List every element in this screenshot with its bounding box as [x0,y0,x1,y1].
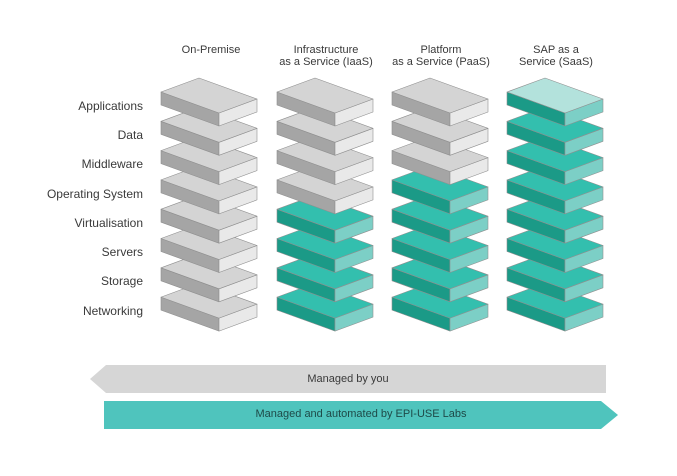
column-header-paas: Platform as a Service (PaaS) [381,44,501,68]
layer-slab [391,224,489,273]
slab-top-face [160,77,258,114]
layer-label-storage: Storage [100,274,143,288]
column-header-iaas: Infrastructure as a Service (IaaS) [266,44,386,68]
managed-by-you-label: Managed by you [307,373,389,385]
layer-slab [276,107,374,156]
layer-slab [160,253,258,303]
layer-label-middleware: Middleware [81,157,143,171]
layer-label-data: Data [117,128,143,142]
column-header-on-premise: On-Premise [151,44,271,56]
column-header-line1: On-Premise [181,44,241,56]
slab-top-face [276,77,374,114]
column-header-line1: Infrastructure [293,44,359,56]
layer-label-virtualisation: Virtualisation [74,216,143,230]
layer-slab [391,253,489,303]
layer-slab [391,282,489,332]
column-header-line1: SAP as a [533,44,579,56]
layer-slab [391,77,489,127]
layer-slab [160,224,258,273]
stack-column-1 [276,77,374,332]
managed-by-epi-label: Managed and automated by EPI-USE Labs [255,408,467,420]
layer-label-operating-system: Operating System [46,187,143,201]
layer-slab [276,282,374,332]
layer-slab [160,107,258,156]
layer-slab [391,136,489,185]
layer-slab [506,224,604,273]
stack-column-0 [160,77,258,332]
layer-slab [506,194,604,244]
column-header-line2: Service (SaaS) [519,56,593,68]
column-header-line1: Platform [420,44,462,56]
slab-top-face [506,77,604,114]
column-header-line2: as a Service (IaaS) [279,56,373,68]
layer-slab [506,253,604,303]
layer-slab [276,194,374,244]
layer-slab [160,165,258,215]
layer-slab [506,165,604,215]
layer-slab [276,224,374,273]
layer-slab [160,77,258,127]
layer-label-networking: Networking [82,304,143,318]
layer-slab [276,136,374,185]
layer-slab [391,107,489,156]
layer-slab [506,136,604,185]
stack-column-2 [391,77,489,332]
layer-slab [506,107,604,156]
layer-slab [506,77,604,127]
stack-column-3 [506,77,604,332]
column-header-line2: as a Service (PaaS) [392,56,490,68]
layer-slab [391,165,489,215]
slab-top-face [391,77,489,114]
layer-slab [276,77,374,127]
layer-slab [391,194,489,244]
column-header-saas: SAP as a Service (SaaS) [496,44,616,68]
layer-label-applications: Applications [78,99,143,113]
layer-slab [160,194,258,244]
layer-label-servers: Servers [101,245,143,259]
layer-slab [276,165,374,215]
